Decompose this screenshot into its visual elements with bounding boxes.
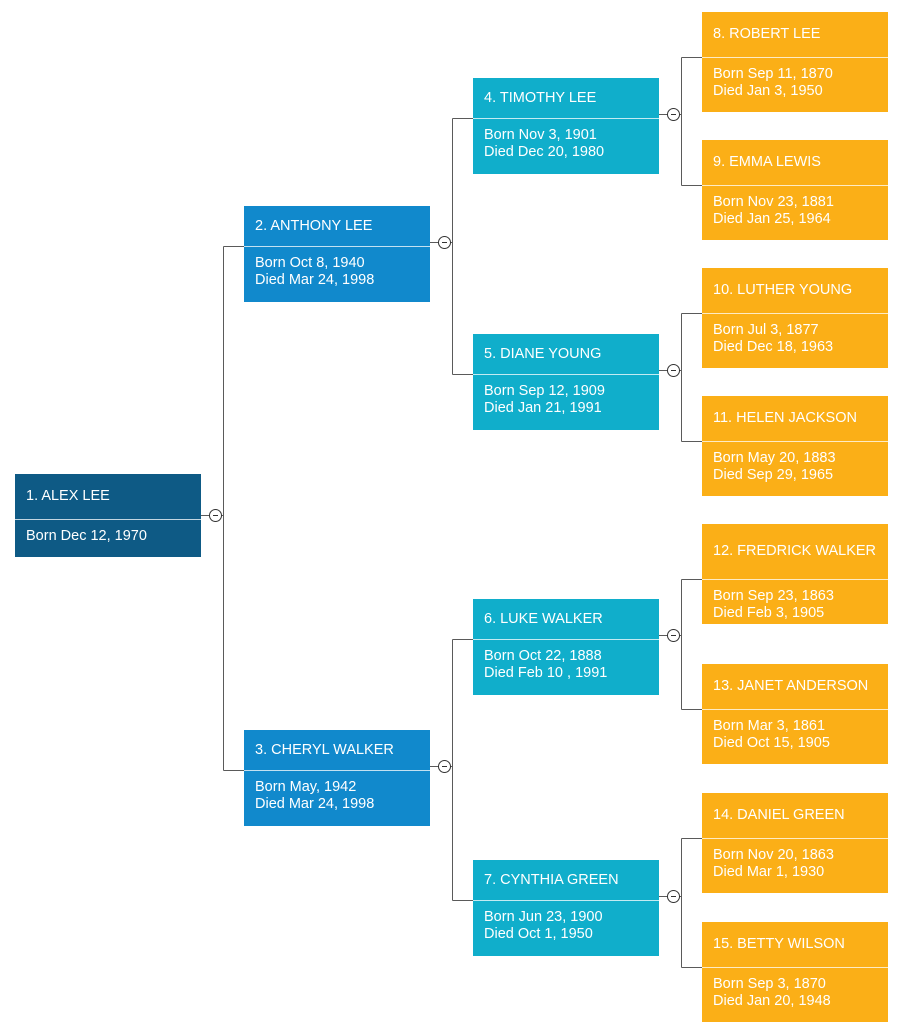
node-divider — [473, 374, 659, 375]
died-date: Died Feb 10 , 1991 — [484, 665, 608, 681]
died-date: Died Jan 25, 1964 — [713, 211, 831, 227]
collapse-toggle-icon[interactable] — [438, 760, 451, 773]
node-divider — [702, 579, 888, 580]
person-name: 13. JANET ANDERSON — [713, 678, 869, 694]
born-date: Born Sep 12, 1909 — [484, 383, 605, 399]
person-name: 15. BETTY WILSON — [713, 936, 845, 952]
born-date: Born Mar 3, 1861 — [713, 718, 826, 734]
died-date: Died Mar 1, 1930 — [713, 864, 825, 880]
collapse-toggle-icon[interactable] — [209, 509, 222, 522]
collapse-toggle-icon[interactable] — [667, 629, 680, 642]
person-name: 11. HELEN JACKSON — [713, 410, 857, 426]
node-divider — [473, 900, 659, 901]
died-date: Died Feb 3, 1905 — [713, 605, 825, 621]
died-date: Died Jan 3, 1950 — [713, 83, 823, 99]
born-date: Born Sep 23, 1863 — [713, 588, 834, 604]
born-date: Born Sep 3, 1870 — [713, 976, 826, 992]
node-divider — [702, 838, 888, 839]
born-date: Born Nov 3, 1901 — [484, 127, 597, 143]
node-divider — [702, 313, 888, 314]
person-name: 10. LUTHER YOUNG — [713, 282, 853, 298]
died-date: Died Sep 29, 1965 — [713, 467, 834, 483]
collapse-toggle-icon[interactable] — [667, 890, 680, 903]
died-date: Died Mar 24, 1998 — [255, 796, 375, 812]
born-date: Born Nov 20, 1863 — [713, 847, 834, 863]
person-name: 12. FREDRICK WALKER — [713, 543, 877, 559]
died-date: Died Jan 20, 1948 — [713, 993, 831, 1009]
born-date: Born Jul 3, 1877 — [713, 322, 819, 338]
person-name: 5. DIANE YOUNG — [484, 345, 602, 362]
born-date: Born Sep 11, 1870 — [713, 66, 833, 82]
node-divider — [702, 967, 888, 968]
node-divider — [244, 770, 430, 771]
person-name: 4. TIMOTHY LEE — [484, 89, 597, 106]
node-divider — [473, 639, 659, 640]
born-date: Born Dec 12, 1970 — [26, 528, 147, 544]
person-name: 1. ALEX LEE — [26, 488, 110, 504]
person-name: 7. CYNTHIA GREEN — [484, 871, 619, 888]
born-date: Born May, 1942 — [255, 779, 357, 795]
died-date: Died Dec 18, 1963 — [713, 339, 834, 355]
born-date: Born Jun 23, 1900 — [484, 909, 603, 925]
born-date: Born Nov 23, 1881 — [713, 194, 834, 210]
node-divider — [702, 709, 888, 710]
died-date: Died Jan 21, 1991 — [484, 400, 602, 416]
collapse-toggle-icon[interactable] — [667, 108, 680, 121]
person-name: 8. ROBERT LEE — [713, 26, 821, 42]
person-name: 9. EMMA LEWIS — [713, 154, 821, 170]
node-divider — [244, 246, 430, 247]
collapse-toggle-icon[interactable] — [667, 364, 680, 377]
died-date: Died Mar 24, 1998 — [255, 272, 375, 288]
person-name: 14. DANIEL GREEN — [713, 807, 845, 823]
node-divider — [702, 441, 888, 442]
died-date: Died Oct 15, 1905 — [713, 735, 830, 751]
node-divider — [473, 118, 659, 119]
died-date: Died Dec 20, 1980 — [484, 144, 605, 160]
person-name: 3. CHERYL WALKER — [255, 741, 394, 758]
collapse-toggle-icon[interactable] — [438, 236, 451, 249]
person-name: 6. LUKE WALKER — [484, 610, 603, 627]
node-divider — [702, 57, 888, 58]
node-divider — [702, 185, 888, 186]
person-dates: Born Dec 12, 1970 — [15, 520, 201, 545]
person-node-1[interactable]: 1. ALEX LEE Born Dec 12, 1970 — [15, 474, 201, 557]
person-name: 2. ANTHONY LEE — [255, 217, 373, 234]
born-date: Born Oct 22, 1888 — [484, 648, 602, 664]
died-date: Died Oct 1, 1950 — [484, 926, 593, 942]
born-date: Born Oct 8, 1940 — [255, 255, 365, 271]
born-date: Born May 20, 1883 — [713, 450, 836, 466]
node-divider — [15, 519, 201, 520]
